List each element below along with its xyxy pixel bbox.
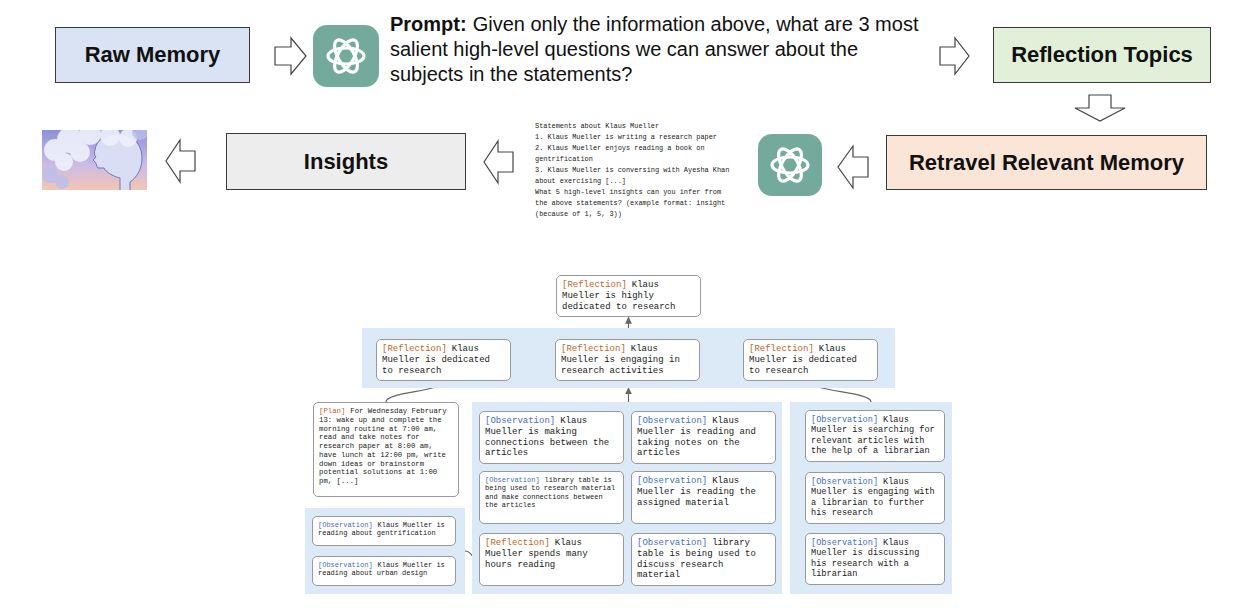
statement-block: Statements about Klaus Mueller1. Klaus M… [535, 121, 737, 220]
memory-card: [Observation]Klaus Mueller is searching … [805, 410, 945, 462]
memory-card: [Plan]For Wednesday February 13: wake up… [313, 402, 459, 497]
memory-card: [Reflection]Klaus Mueller spends many ho… [479, 533, 624, 586]
box-label: Retravel Relevant Memory [909, 150, 1184, 176]
process-box: Retravel Relevant Memory [886, 135, 1207, 190]
block-arrow [484, 141, 513, 183]
box-label: Raw Memory [85, 42, 221, 68]
block-arrow [1075, 95, 1125, 121]
memory-card: [Observation]library table is being used… [479, 471, 624, 524]
process-box: Raw Memory [55, 27, 250, 83]
memory-type-tag: [Reflection] [561, 344, 626, 354]
memory-type-tag: [Reflection] [382, 344, 447, 354]
group-band: [Observation]Klaus Mueller is searching … [790, 402, 952, 594]
block-arrow [166, 140, 195, 182]
block-arrow [940, 38, 969, 74]
connector-arrow [628, 317, 629, 328]
prompt-heading: Prompt: [390, 13, 467, 35]
statement-line: What 5 high-level insights can you infer… [535, 187, 737, 220]
box-label: For Wednesday February 13: wake up and c… [319, 407, 447, 485]
memory-card: [Observation]Klaus Mueller is reading an… [631, 411, 776, 464]
memory-type-tag: [Observation] [811, 538, 878, 548]
process-box: Reflection Topics [993, 27, 1211, 83]
block-arrow [275, 38, 306, 74]
memory-card: [Observation]Klaus Mueller is reading ab… [312, 516, 456, 546]
memory-card: [Reflection]Klaus Mueller is engaging in… [555, 339, 700, 381]
memory-type-tag: [Reflection] [485, 538, 550, 548]
memory-type-tag: [Observation] [811, 415, 878, 425]
statement-line: 2. Klaus Mueller enjoys reading a book o… [535, 143, 737, 165]
block-arrow [838, 146, 868, 188]
memory-card: [Observation]Klaus Mueller is making con… [479, 411, 624, 464]
box-label: Reflection Topics [1011, 42, 1193, 68]
llm-logo [758, 134, 822, 196]
memory-card: [Observation]Klaus Mueller is engaging w… [805, 472, 945, 524]
statement-line: Statements about Klaus Mueller [535, 121, 737, 132]
memory-card: [Reflection]Klaus Mueller is highly dedi… [556, 275, 701, 317]
group-band: [Reflection]Klaus Mueller is dedicated t… [362, 328, 895, 388]
box-label: Insights [304, 149, 388, 175]
memory-type-tag: [Reflection] [749, 344, 814, 354]
memory-card: [Observation]Klaus Mueller is reading ab… [312, 556, 456, 586]
memory-type-tag: [Plan] [319, 407, 345, 415]
process-box: Insights [226, 133, 466, 190]
connector-arrow [628, 388, 629, 402]
group-band: [Observation]Klaus Mueller is reading ab… [305, 508, 465, 594]
memory-type-tag: [Observation] [637, 538, 707, 548]
memory-type-tag: [Observation] [485, 416, 555, 426]
memory-type-tag: [Observation] [318, 561, 373, 569]
memory-card: [Observation]Klaus Mueller is reading th… [631, 471, 776, 524]
memory-card: [Reflection]Klaus Mueller is dedicated t… [376, 339, 511, 381]
memory-type-tag: [Reflection] [562, 280, 627, 290]
prompt-block: Prompt:Given only the information above,… [390, 12, 935, 87]
memory-card: [Reflection]Klaus Mueller is dedicated t… [743, 339, 878, 381]
memory-card: [Observation]library table is being used… [631, 533, 776, 586]
llm-logo [313, 25, 379, 87]
memory-type-tag: [Observation] [637, 416, 707, 426]
statement-line: 3. Klaus Mueller is conversing with Ayes… [535, 165, 737, 187]
statement-line: 1. Klaus Mueller is writing a research p… [535, 132, 737, 143]
memory-type-tag: [Observation] [637, 476, 707, 486]
memory-card: [Observation]Klaus Mueller is discussing… [805, 533, 945, 585]
dreaming-head-illustration [42, 130, 147, 190]
memory-type-tag: [Observation] [318, 521, 373, 529]
memory-type-tag: [Observation] [811, 477, 878, 487]
prompt-text: Given only the information above, what a… [390, 13, 918, 85]
group-band: [Observation]Klaus Mueller is making con… [472, 402, 782, 594]
memory-type-tag: [Observation] [485, 476, 540, 484]
